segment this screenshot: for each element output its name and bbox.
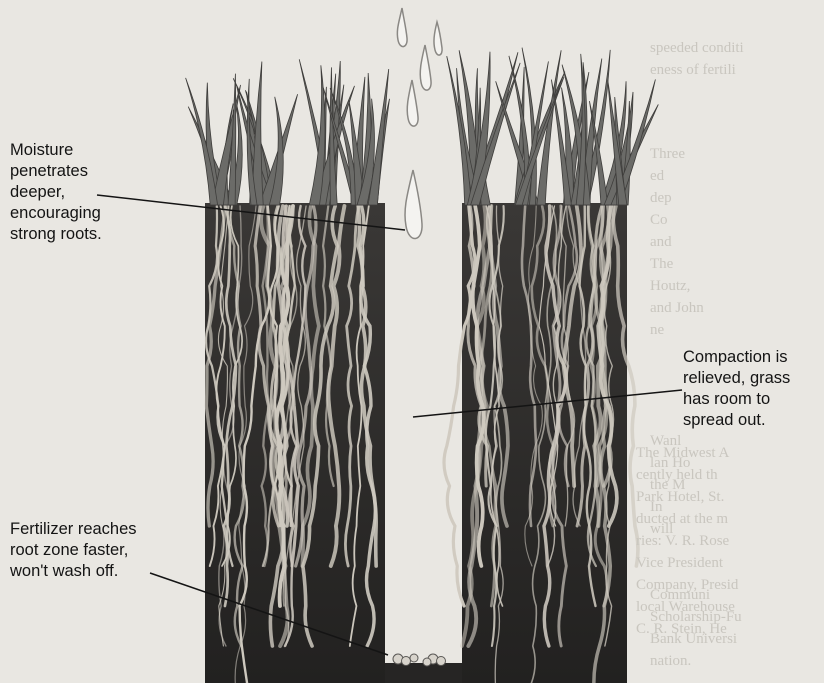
faded-line: Park Hotel, St. — [636, 486, 724, 508]
faded-line: ne — [650, 319, 664, 341]
faded-line: ducted at the m — [636, 508, 728, 530]
faded-line: nation. — [650, 650, 691, 672]
grass-blade — [186, 78, 218, 205]
faded-line: and — [650, 231, 672, 253]
faded-line: C. R. Stein, He — [636, 618, 727, 640]
faded-line: eness of fertili — [650, 59, 736, 81]
faded-line: Houtz, — [650, 275, 690, 297]
faded-line: speeded conditi — [650, 37, 744, 59]
water-drops-icon — [397, 8, 442, 239]
faded-line: ed — [650, 165, 664, 187]
faded-line: Company, Presid — [636, 574, 738, 596]
faded-line: and John — [650, 297, 704, 319]
grass-blade — [447, 56, 472, 205]
faded-line: Co — [650, 209, 668, 231]
faded-line: local Warehouse — [636, 596, 735, 618]
compaction-callout: Compaction is relieved, grass has room t… — [683, 347, 790, 431]
faded-line: The Midwest A — [636, 442, 729, 464]
moisture-callout: Moisture penetrates deeper, encouraging … — [10, 140, 102, 245]
faded-line: ries: V. R. Rose — [636, 530, 729, 552]
fertilizer-callout: Fertilizer reaches root zone faster, won… — [10, 519, 137, 582]
faded-line: cently held th — [636, 464, 718, 486]
aeration-hole-floor — [385, 663, 462, 683]
faded-line: The — [650, 253, 673, 275]
faded-line: Three — [650, 143, 685, 165]
faded-line: Vice President — [636, 552, 723, 574]
faded-line: dep — [650, 187, 672, 209]
